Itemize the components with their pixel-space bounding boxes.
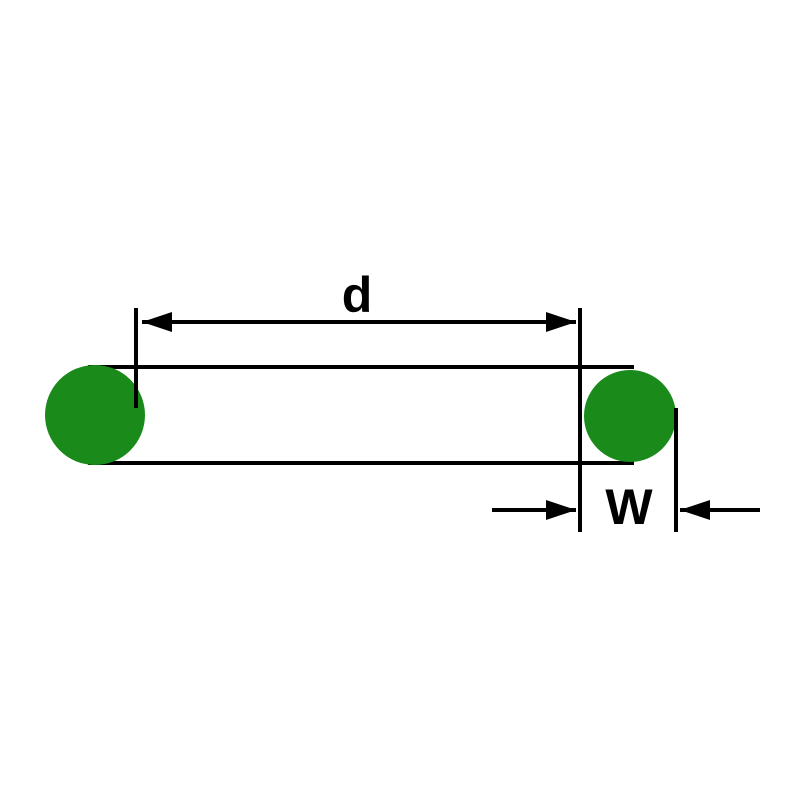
oring-left-cross-section [45, 365, 145, 465]
d-label: d [342, 267, 373, 323]
oring-right-cross-section [584, 370, 676, 462]
w-label: W [605, 479, 653, 535]
